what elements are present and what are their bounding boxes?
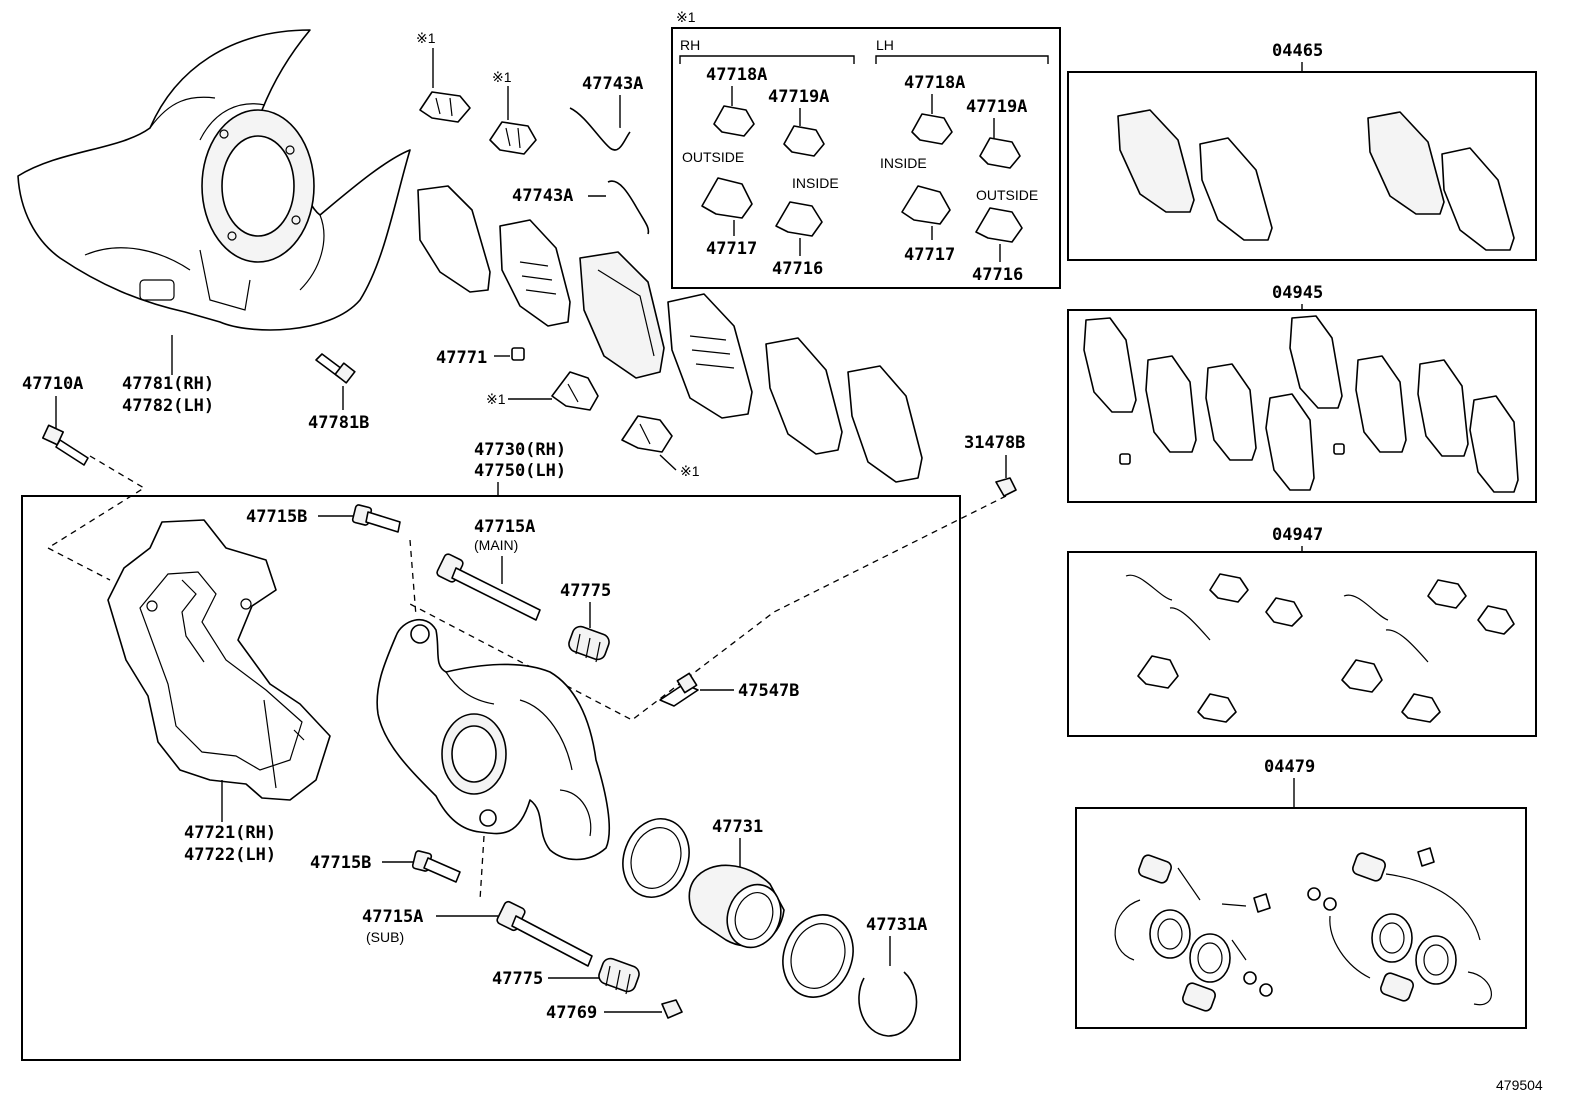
pad-kit-drawing	[1117, 109, 1515, 251]
diagram-id: 479504	[1496, 1077, 1543, 1093]
guide-pin-main-drawing	[436, 553, 541, 621]
bolt-47715b-top-drawing	[351, 504, 401, 533]
clip-drawing-1	[419, 91, 471, 123]
lh-inside-note: INSIDE	[880, 155, 927, 171]
guide-pin-sub-drawing	[496, 900, 593, 967]
piston-drawing	[688, 864, 785, 949]
bolt-47710a-drawing	[41, 424, 89, 466]
piston-boot-drawing	[782, 914, 854, 998]
label-kit-04947: 04947	[1272, 525, 1323, 545]
label-spring-47743a-mid: 47743A	[512, 186, 573, 206]
cap-47769-drawing	[661, 999, 683, 1019]
note-mark-1: ※1	[416, 30, 436, 46]
kit-box-04945	[1067, 309, 1537, 503]
cylinder-kit-drawing	[1114, 847, 1492, 1012]
shim-47771-drawing	[511, 347, 525, 361]
label-boot-47775-low: 47775	[492, 969, 543, 989]
label-pin-sub-note: (SUB)	[366, 929, 404, 945]
label-seal-ring-47731a: 47731A	[866, 915, 927, 935]
caliper-body-drawing	[376, 618, 611, 861]
boot-47775-low-drawing	[598, 957, 640, 995]
lh-clip-47718a-drawing	[911, 113, 953, 145]
label-cylinder-rh: 47730(RH)	[474, 440, 566, 460]
fitting-kit-drawing	[1125, 573, 1515, 723]
label-kit-04479: 04479	[1264, 757, 1315, 777]
label-rh-clip-47719a: 47719A	[768, 87, 829, 107]
rh-clip-47718a-drawing	[713, 105, 755, 137]
label-cylinder-lh: 47750(LH)	[474, 461, 566, 481]
lh-clip-47716-drawing	[975, 207, 1023, 243]
kit-panel-lh-label: LH	[876, 37, 894, 53]
rh-inside-note: INSIDE	[792, 175, 839, 191]
kit-panel-note-mark: ※1	[676, 9, 696, 25]
label-bleeder-47547b: 47547B	[738, 681, 799, 701]
piston-seal-drawing	[622, 818, 690, 898]
label-pin-sub: 47715A	[362, 907, 423, 927]
label-lh-clip-47718a: 47718A	[904, 73, 965, 93]
label-shim-47771: 47771	[436, 348, 487, 368]
label-rh-clip-47718a: 47718A	[706, 65, 767, 85]
rh-outside-note: OUTSIDE	[682, 149, 744, 165]
label-dust-cover-lh: 47782(LH)	[122, 396, 214, 416]
note-mark-4: ※1	[680, 463, 700, 479]
bleeder-drawing	[659, 672, 699, 707]
seal-ring-drawing	[858, 971, 918, 1037]
label-spring-47743a-top: 47743A	[582, 74, 643, 94]
caliper-assembly-box	[21, 495, 961, 1061]
label-pin-main-note: (MAIN)	[474, 537, 518, 553]
note-mark-3: ※1	[486, 391, 506, 407]
spring-drawing-mid	[607, 180, 650, 235]
clip-drawing-3	[551, 371, 599, 411]
clip-kit-panel	[671, 27, 1061, 289]
label-bolt-47781b: 47781B	[308, 413, 369, 433]
lh-clip-47719a-drawing	[979, 137, 1021, 169]
boot-47775-top-drawing	[568, 625, 610, 663]
dust-cover-drawing	[17, 29, 411, 331]
note-mark-2: ※1	[492, 69, 512, 85]
kit-panel-rh-label: RH	[680, 37, 700, 53]
label-rh-clip-47717: 47717	[706, 239, 757, 259]
mounting-bracket-drawing	[107, 519, 331, 801]
kit-box-04465	[1067, 71, 1537, 261]
label-cap-47769: 47769	[546, 1003, 597, 1023]
label-bolt-47715b-top: 47715B	[246, 507, 307, 527]
label-mounting-lh: 47722(LH)	[184, 845, 276, 865]
anti-squeal-kit-drawing	[1083, 315, 1519, 493]
lh-clip-47717-drawing	[901, 185, 951, 225]
label-piston-47731: 47731	[712, 817, 763, 837]
label-bolt-47710a: 47710A	[22, 374, 83, 394]
rh-clip-47717-drawing	[701, 177, 753, 219]
label-rh-clip-47716: 47716	[772, 259, 823, 279]
label-lh-clip-47716: 47716	[972, 265, 1023, 285]
label-plug-31478b: 31478B	[964, 433, 1025, 453]
clip-drawing-2	[489, 121, 537, 155]
label-lh-clip-47717: 47717	[904, 245, 955, 265]
label-lh-clip-47719a: 47719A	[966, 97, 1027, 117]
rh-clip-47716-drawing	[775, 201, 823, 237]
label-dust-cover-rh: 47781(RH)	[122, 374, 214, 394]
label-bolt-47715b-low: 47715B	[310, 853, 371, 873]
label-kit-04945: 04945	[1272, 283, 1323, 303]
label-boot-47775-top: 47775	[560, 581, 611, 601]
spring-drawing-top	[569, 107, 631, 151]
label-pin-main: 47715A	[474, 517, 535, 537]
kit-box-04947	[1067, 551, 1537, 737]
bolt-47715b-low-drawing	[411, 850, 461, 883]
kit-box-04479	[1075, 807, 1527, 1029]
clip-drawing-4	[621, 415, 673, 453]
label-kit-04465: 04465	[1272, 41, 1323, 61]
lh-outside-note: OUTSIDE	[976, 187, 1038, 203]
label-mounting-rh: 47721(RH)	[184, 823, 276, 843]
pad-row-drawing	[417, 185, 923, 483]
plug-drawing	[995, 477, 1017, 497]
rh-clip-47719a-drawing	[783, 125, 825, 157]
bolt-47781b-drawing	[315, 353, 356, 384]
